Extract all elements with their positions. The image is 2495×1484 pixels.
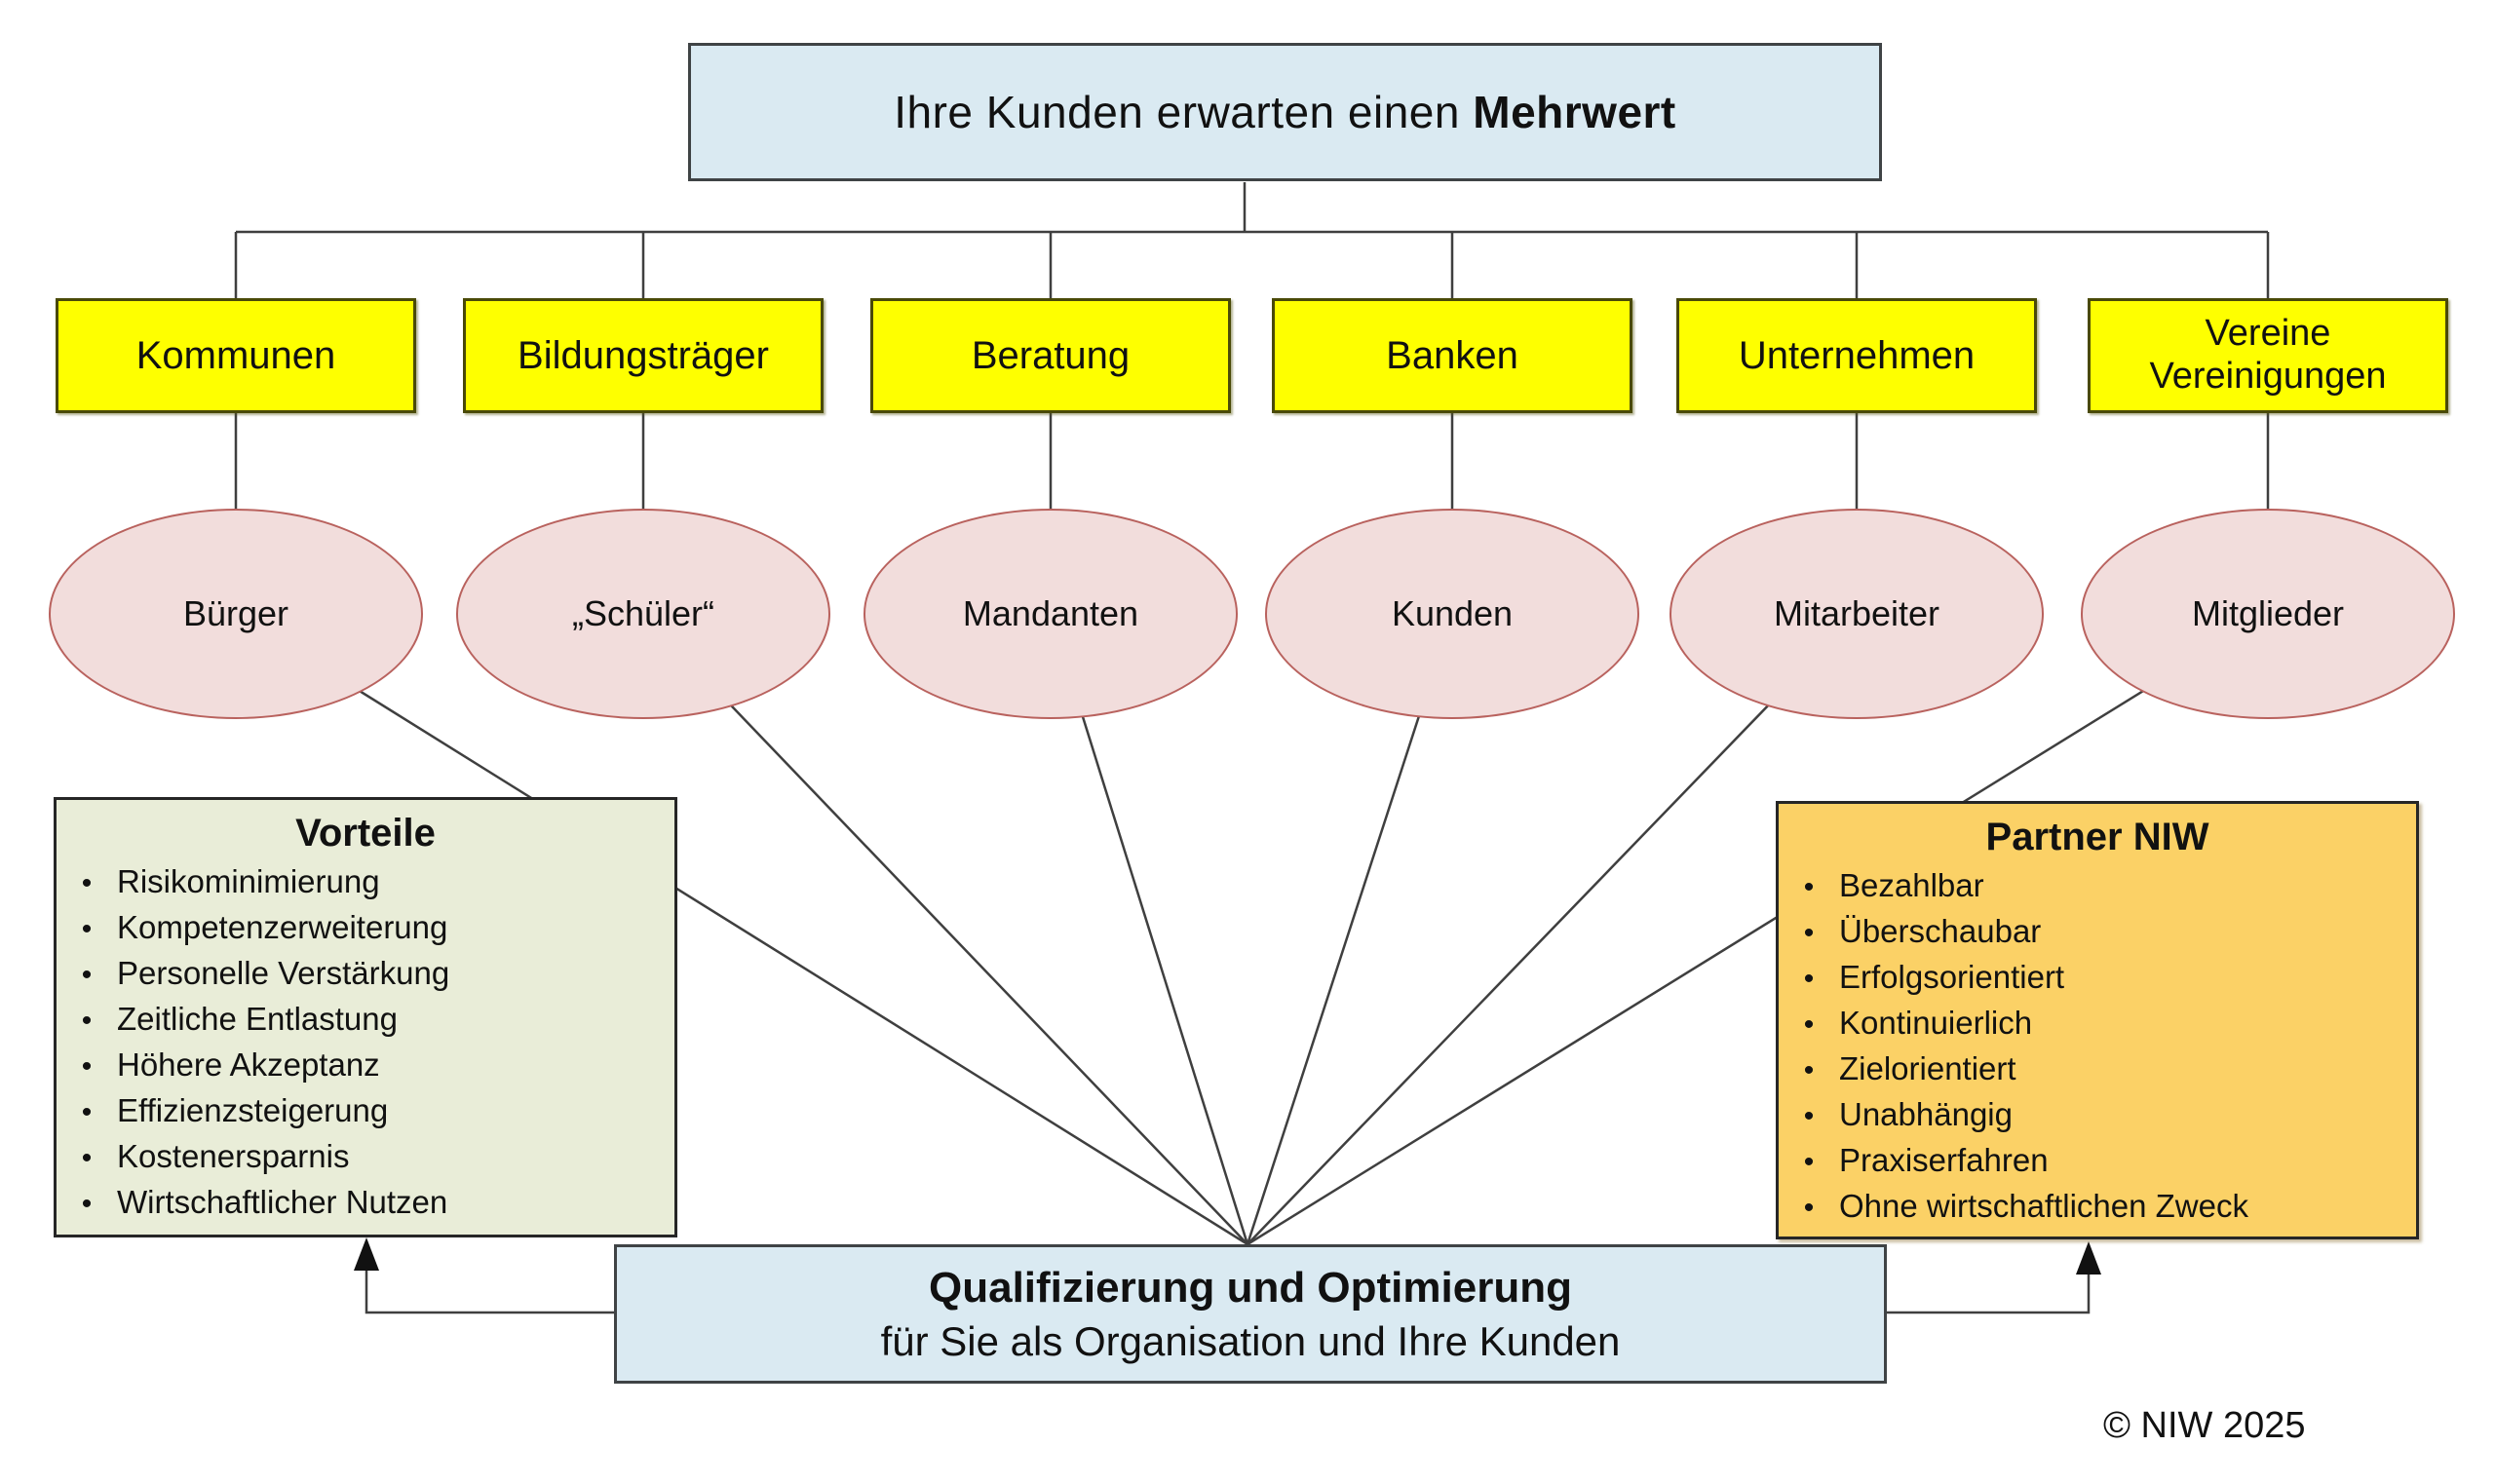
- flow-mitglieder-to-qualifizierung: [1247, 612, 2269, 1246]
- segment-label-line1: Vereine: [2205, 313, 2331, 355]
- qualifizierung-box: Qualifizierung und Optimierung für Sie a…: [614, 1244, 1887, 1384]
- arrow-right-stem: [1886, 1273, 2091, 1314]
- segment-label-line2: Vereinigungen: [2149, 356, 2387, 397]
- flow-schueler-to-qualifizierung: [642, 613, 1248, 1245]
- arrow-left-stem: [365, 1269, 614, 1314]
- bullet-icon: •: [81, 1096, 93, 1128]
- list-item: • Höhere Akzeptanz: [57, 1046, 674, 1092]
- bullet-icon: •: [81, 1142, 93, 1174]
- segment-box-vereine: Vereine Vereinigungen: [2088, 298, 2448, 413]
- list-item: • Erfolgsorientiert: [1779, 959, 2416, 1005]
- target-label: „Schüler“: [571, 593, 715, 633]
- target-ellipse-mandanten: Mandanten: [864, 509, 1238, 719]
- bullet-icon: •: [81, 867, 93, 899]
- list-item: • Praxiserfahren: [1779, 1142, 2416, 1188]
- title-prefix: Ihre Kunden erwarten einen: [894, 87, 1474, 137]
- list-item: • Personelle Verstärkung: [57, 955, 674, 1001]
- list-item: • Bezahlbar: [1779, 867, 2416, 913]
- qualifizierung-line2: für Sie als Organisation und Ihre Kunden: [880, 1317, 1621, 1364]
- segment-label: Unternehmen: [1738, 333, 1976, 377]
- list-item-text: Risikominimierung: [117, 863, 380, 899]
- list-item-text: Unabhängig: [1839, 1096, 2013, 1132]
- list-item: • Kontinuierlich: [1779, 1005, 2416, 1050]
- list-item: • Überschaubar: [1779, 913, 2416, 959]
- bullet-icon: •: [81, 1188, 93, 1220]
- target-ellipse-kunden: Kunden: [1265, 509, 1639, 719]
- list-item-text: Kontinuierlich: [1839, 1005, 2033, 1041]
- list-item-text: Höhere Akzeptanz: [117, 1046, 380, 1083]
- target-label: Bürger: [182, 593, 289, 633]
- bullet-icon: •: [81, 1005, 93, 1037]
- target-ellipse-mitarbeiter: Mitarbeiter: [1670, 509, 2044, 719]
- target-ellipse-schueler: „Schüler“: [456, 509, 830, 719]
- list-item-text: Zielorientiert: [1839, 1050, 2016, 1086]
- list-item-text: Kompetenzerweiterung: [117, 909, 448, 945]
- segment-box-unternehmen: Unternehmen: [1676, 298, 2037, 413]
- title-box: Ihre Kunden erwarten einen Mehrwert: [688, 43, 1882, 181]
- bullet-icon: •: [1803, 1008, 1815, 1041]
- segment-label: Kommunen: [135, 333, 336, 377]
- bullet-icon: •: [81, 913, 93, 945]
- segment-label: Bildungsträger: [518, 333, 769, 377]
- segment-label: Vereine Vereinigungen: [2150, 313, 2387, 398]
- list-item-text: Überschaubar: [1839, 913, 2042, 949]
- bullet-icon: •: [1803, 963, 1815, 995]
- list-item-text: Kostenersparnis: [117, 1138, 350, 1174]
- list-item-text: Praxiserfahren: [1839, 1142, 2049, 1178]
- target-label: Mitarbeiter: [1773, 593, 1940, 633]
- list-item: • Unabhängig: [1779, 1096, 2416, 1142]
- target-ellipse-buerger: Bürger: [49, 509, 423, 719]
- bullet-icon: •: [1803, 1146, 1815, 1178]
- title-highlight: Mehrwert: [1473, 87, 1676, 137]
- target-label: Kunden: [1391, 593, 1514, 633]
- list-item-text: Zeitliche Entlastung: [117, 1001, 398, 1037]
- segment-box-banken: Banken: [1272, 298, 1632, 413]
- segment-box-bildungstraeger: Bildungsträger: [463, 298, 824, 413]
- list-item-text: Effizienzsteigerung: [117, 1092, 389, 1128]
- list-item: • Zielorientiert: [1779, 1050, 2416, 1096]
- list-item: • Wirtschaftlicher Nutzen: [57, 1184, 674, 1230]
- target-label: Mitglieder: [2191, 593, 2345, 633]
- target-ellipse-mitglieder: Mitglieder: [2081, 509, 2455, 719]
- list-item-text: Personelle Verstärkung: [117, 955, 450, 991]
- list-item-text: Erfolgsorientiert: [1839, 959, 2065, 995]
- bullet-icon: •: [81, 959, 93, 991]
- flow-kunden-to-qualifizierung: [1246, 613, 1454, 1245]
- segment-box-beratung: Beratung: [870, 298, 1231, 413]
- target-label: Mandanten: [962, 593, 1139, 633]
- vorteile-list: • Risikominimierung • Kompetenzerweiterung…: [57, 863, 674, 1230]
- bullet-icon: •: [81, 1050, 93, 1083]
- copyright-notice: © NIW 2025: [2103, 1405, 2306, 1446]
- flow-mandanten-to-qualifizierung: [1049, 613, 1249, 1245]
- vorteile-title: Vorteile: [295, 812, 436, 855]
- arrow-left-head: [354, 1237, 379, 1271]
- list-item-text: Ohne wirtschaftlichen Zweck: [1839, 1188, 2248, 1224]
- flow-buerger-to-qualifizierung: [235, 612, 1248, 1246]
- partner-title: Partner NIW: [1985, 816, 2209, 858]
- partner-niw-panel: Partner NIW • Bezahlbar • Überschaubar • Er…: [1776, 801, 2419, 1239]
- list-item: • Kompetenzerweiterung: [57, 909, 674, 955]
- partner-list: • Bezahlbar • Überschaubar • Erfolgsorienti…: [1779, 867, 2416, 1234]
- list-item: • Kostenersparnis: [57, 1138, 674, 1184]
- list-item: • Ohne wirtschaftlichen Zweck: [1779, 1188, 2416, 1234]
- qualifizierung-line1: Qualifizierung und Optimierung: [929, 1263, 1572, 1312]
- bullet-icon: •: [1803, 1100, 1815, 1132]
- list-item: • Risikominimierung: [57, 863, 674, 909]
- segment-box-kommunen: Kommunen: [56, 298, 416, 413]
- arrow-right-head: [2076, 1241, 2101, 1275]
- bullet-icon: •: [1803, 1054, 1815, 1086]
- flow-mitarbeiter-to-qualifizierung: [1247, 613, 1858, 1245]
- list-item-text: Wirtschaftlicher Nutzen: [117, 1184, 448, 1220]
- title-text: Ihre Kunden erwarten einen Mehrwert: [894, 86, 1676, 138]
- list-item: • Zeitliche Entlastung: [57, 1001, 674, 1046]
- bullet-icon: •: [1803, 871, 1815, 903]
- list-item: • Effizienzsteigerung: [57, 1092, 674, 1138]
- bullet-icon: •: [1803, 1192, 1815, 1224]
- list-item-text: Bezahlbar: [1839, 867, 1984, 903]
- segment-label: Beratung: [971, 333, 1131, 377]
- vorteile-panel: Vorteile • Risikominimierung • Kompetenzer…: [54, 797, 677, 1237]
- segment-label: Banken: [1386, 333, 1518, 377]
- bullet-icon: •: [1803, 917, 1815, 949]
